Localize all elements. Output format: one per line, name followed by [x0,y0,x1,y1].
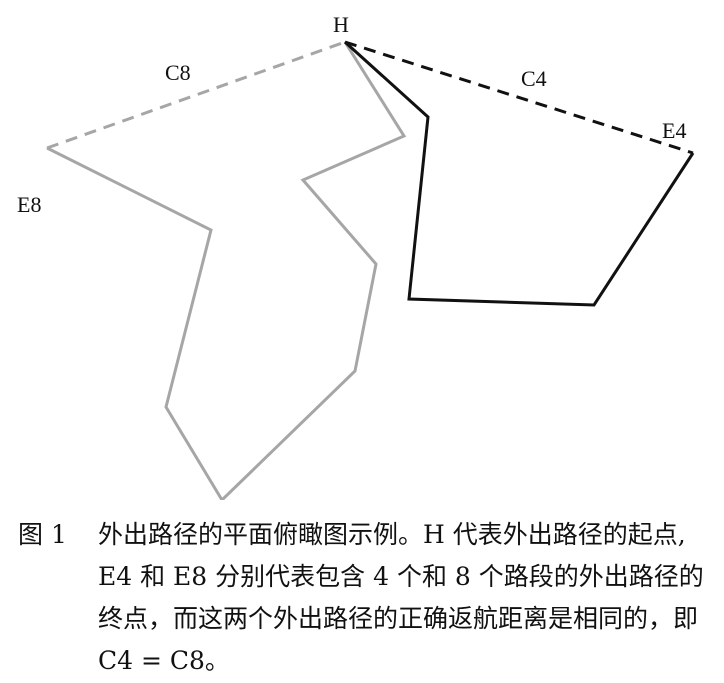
label-home-h: H [333,12,349,37]
outbound-path-4-segments [343,40,695,307]
label-c4: C4 [521,66,547,91]
c8-return-line [46,40,346,150]
outbound-path-8-segments [46,41,407,500]
label-e8: E8 [17,192,41,217]
c4-return-line [344,40,694,155]
figure-caption: 图 1 外出路径的平面俯瞰图示例。H 代表外出路径的起点, E4 和 E8 分别… [18,514,708,682]
outbound-path-diagram: H C8 C4 E4 E8 [17,12,695,500]
caption-figure-number: 图 1 [18,520,67,549]
caption-text: 外出路径的平面俯瞰图示例。H 代表外出路径的起点, E4 和 E8 分别代表包含… [98,520,704,675]
label-e4: E4 [662,118,686,143]
label-c8: C8 [165,60,191,85]
